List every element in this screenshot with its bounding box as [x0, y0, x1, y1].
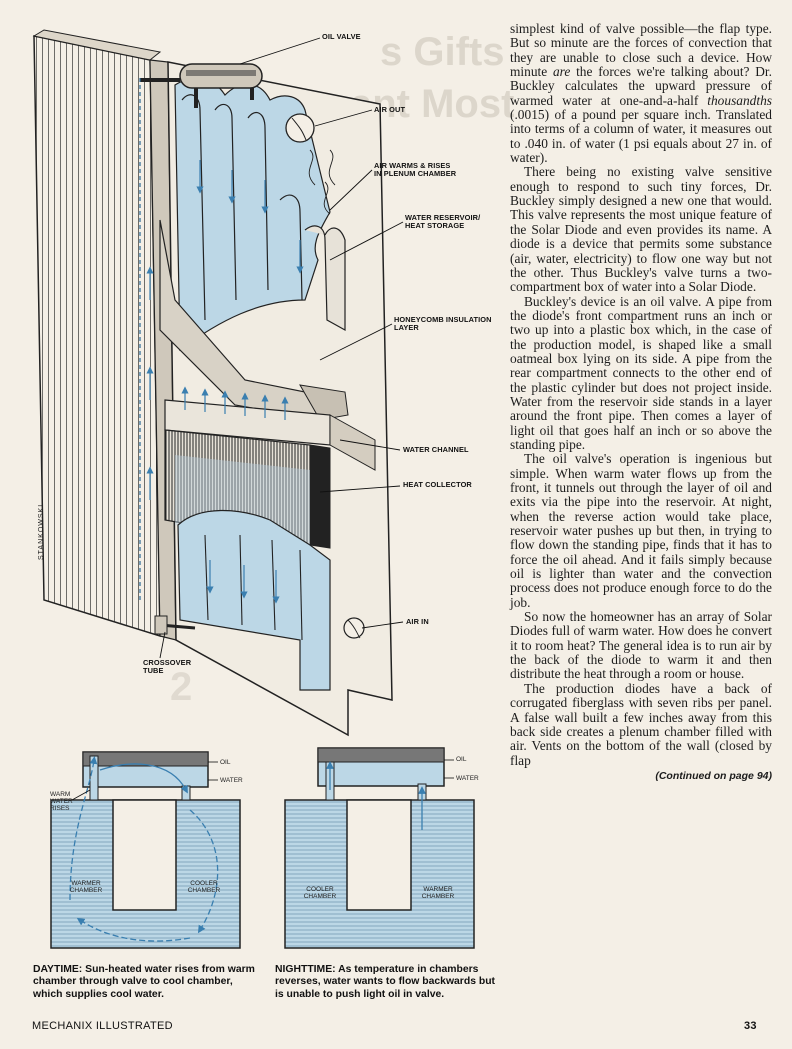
convection-arrows [146, 160, 304, 604]
daytime-diagram [50, 751, 241, 949]
article-paragraph-6: The production diodes have a back of cor… [510, 680, 772, 768]
night-label-cooler-chamber: COOLER CHAMBER [303, 886, 337, 900]
bleed-through-number: 2 [170, 665, 193, 709]
upper-water-reservoir [174, 76, 331, 352]
daytime-caption-text: Sun-heated water rises from warm chamber… [33, 964, 255, 1000]
night-label-oil: OIL [456, 756, 467, 763]
article-paragraph-1: simplest kind of valve possible—the flap… [510, 21, 772, 166]
day-label-water: WATER [220, 777, 243, 784]
illustrator-signature: STANKOWSKI [38, 503, 45, 560]
lower-water-section [177, 509, 331, 691]
nighttime-caption-text: As temperature in chambers reverses, wat… [275, 964, 496, 1000]
nighttime-caption-lead: NIGHTTIME: [275, 964, 336, 975]
label-air-out: AIR OUT [374, 105, 406, 114]
label-oil-valve: OIL VALVE [322, 32, 361, 41]
page-number: 33 [744, 1020, 757, 1032]
night-label-water: WATER [456, 775, 479, 782]
text-run: simplest kind of valve possible—the flap… [510, 21, 772, 80]
text-run-italic: thousandths [707, 92, 772, 108]
nighttime-caption: NIGHTTIME: As temperature in chambers re… [275, 964, 500, 1001]
article-column: simplest kind of valve possible—the flap… [510, 21, 772, 783]
text-run: the forces we're talking about? Dr. Buck… [510, 64, 772, 108]
day-label-warm-water-rises: WARM WATER RISES [50, 791, 73, 812]
label-air-in: AIR IN [406, 617, 429, 626]
bleed-through-text: s Gifts [380, 30, 505, 74]
daytime-caption: DAYTIME: Sun-heated water rises from war… [33, 964, 261, 1001]
text-run: (.0015) of a pound per square inch. Tran… [510, 107, 772, 166]
text-run-italic: are [552, 64, 571, 80]
day-label-warmer-chamber: WARMER CHAMBER [69, 880, 103, 894]
label-water-channel: WATER CHANNEL [403, 445, 469, 454]
label-honeycomb: HONEYCOMB INSULATION LAYER [394, 315, 492, 333]
article-paragraph-2: There being no existing valve sensitive … [510, 164, 772, 295]
day-label-cooler-chamber: COOLER CHAMBER [187, 880, 221, 894]
article-paragraph-5: So now the homeowner has an array of Sol… [510, 609, 772, 682]
label-heat-collector: HEAT COLLECTOR [403, 480, 472, 489]
nighttime-diagram [284, 747, 475, 949]
label-water-reservoir: WATER RESERVOIR/ HEAT STORAGE [405, 213, 481, 231]
continued-note: (Continued on page 94) [655, 769, 772, 782]
label-air-warms: AIR WARMS & RISES IN PLENUM CHAMBER [374, 161, 457, 179]
corrugated-back-panel [33, 35, 161, 638]
article-paragraph-3: Buckley's device is an oil valve. A pipe… [510, 293, 772, 452]
article-paragraph-4: The oil valve's operation is ingenious b… [510, 451, 772, 610]
daytime-caption-lead: DAYTIME: [33, 964, 83, 975]
day-label-oil: OIL [220, 759, 231, 766]
leader-lines [159, 37, 404, 659]
night-label-warmer-chamber: WARMER CHAMBER [421, 886, 455, 900]
magazine-name-footer: MECHANIX ILLUSTRATED [32, 1020, 173, 1032]
label-crossover-tube: CROSSOVER TUBE [143, 658, 192, 676]
